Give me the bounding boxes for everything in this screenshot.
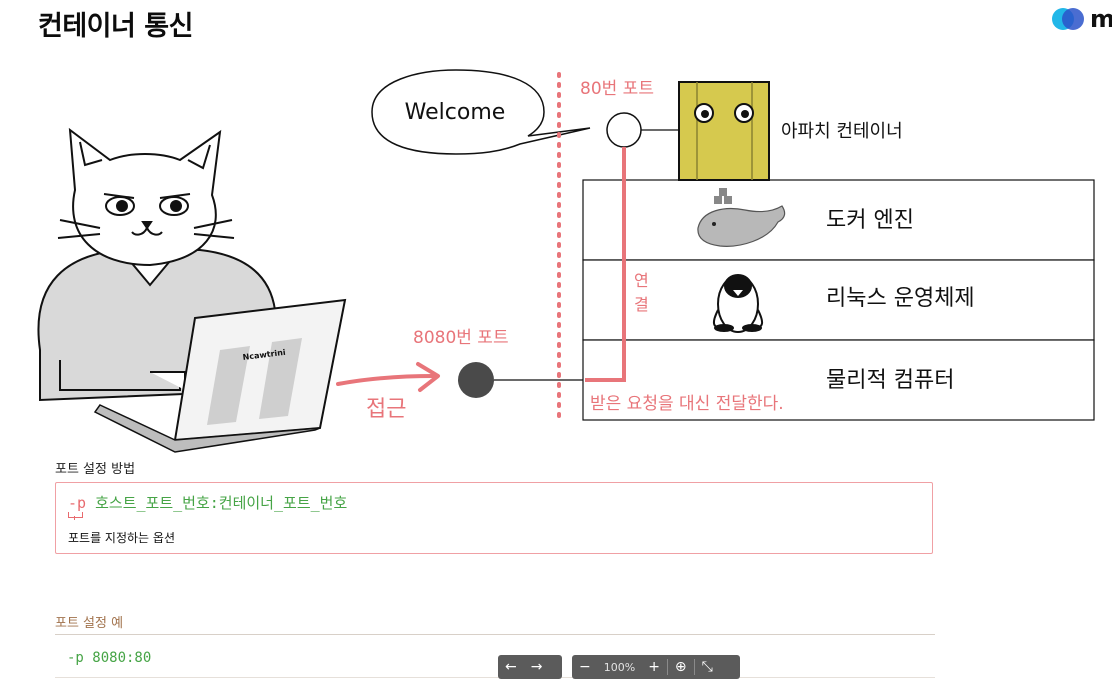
apache-label: 아파치 컨테이너 [781, 121, 903, 142]
linux-os-box [582, 259, 1095, 341]
method-heading: 포트 설정 방법 [55, 462, 136, 477]
zoom-controls: − 100% + ⊕ ⤡ [572, 655, 740, 679]
method-code-box: -p 호스트_포트_번호:컨테이너_포트_번호 포트를 지정하는 옵션 [55, 482, 933, 554]
access-arrow [336, 374, 436, 386]
download-icon[interactable]: ⊕ [674, 659, 687, 675]
method-code-line: -p 호스트_포트_번호:컨테이너_포트_번호 [68, 492, 347, 513]
relay-path [585, 147, 626, 382]
nav-controls: ← → [498, 655, 562, 679]
link-label-1: 연 [634, 271, 649, 290]
logo-icon [1052, 6, 1086, 32]
forward-arrow-icon[interactable]: → [530, 659, 543, 675]
docker-engine-label: 도커 엔진 [826, 208, 914, 233]
linux-os-label: 리눅스 운영체제 [826, 286, 975, 311]
example-code: -p 8080:80 [67, 650, 152, 666]
linux-penguin-icon [712, 274, 764, 333]
bubble-text: Welcome [405, 100, 506, 125]
port-syntax: 호스트_포트_번호:컨테이너_포트_번호 [95, 494, 348, 512]
relay-label: 받은 요청을 대신 전달한다. [590, 394, 784, 414]
physical-computer-label: 물리적 컴퓨터 [826, 368, 954, 393]
option-bracket [68, 512, 83, 520]
example-heading: 포트 설정 예 [55, 616, 124, 631]
option-note: 포트를 지정하는 옵션 [68, 531, 175, 545]
port-8080-circle [458, 362, 494, 398]
brand-text: m [1090, 5, 1112, 33]
brand-logo: m [1052, 6, 1112, 32]
speech-bubble: Welcome [371, 69, 591, 155]
physical-computer-box [582, 339, 1095, 421]
port-80-label: 80번 포트 [580, 79, 654, 99]
example-bottom-rule [55, 677, 935, 678]
apache-container [678, 81, 770, 181]
docker-engine-box [582, 179, 1095, 261]
option-flag: -p [68, 494, 87, 512]
docker-whale-icon [697, 188, 786, 247]
port-8080-label: 8080번 포트 [413, 328, 509, 348]
container-diagram: Ncawtrini Welcome 아파치 컨테이너 80번 포트 도커 엔진 [37, 69, 1095, 453]
example-divider [55, 634, 935, 635]
port-80-circle [606, 112, 642, 148]
zoom-level: 100% [603, 660, 636, 674]
page-title: 컨테이너 통신 [38, 11, 193, 42]
link-label-2: 결 [634, 295, 649, 314]
cat-illustration [37, 127, 282, 402]
zoom-in-button[interactable]: + [648, 659, 660, 675]
shrink-icon[interactable]: ⤡ [701, 659, 713, 675]
access-label: 접근 [366, 397, 406, 422]
back-arrow-icon[interactable]: ← [505, 659, 517, 675]
zoom-out-button[interactable]: − [579, 659, 591, 675]
laptop: Ncawtrini [93, 298, 347, 453]
